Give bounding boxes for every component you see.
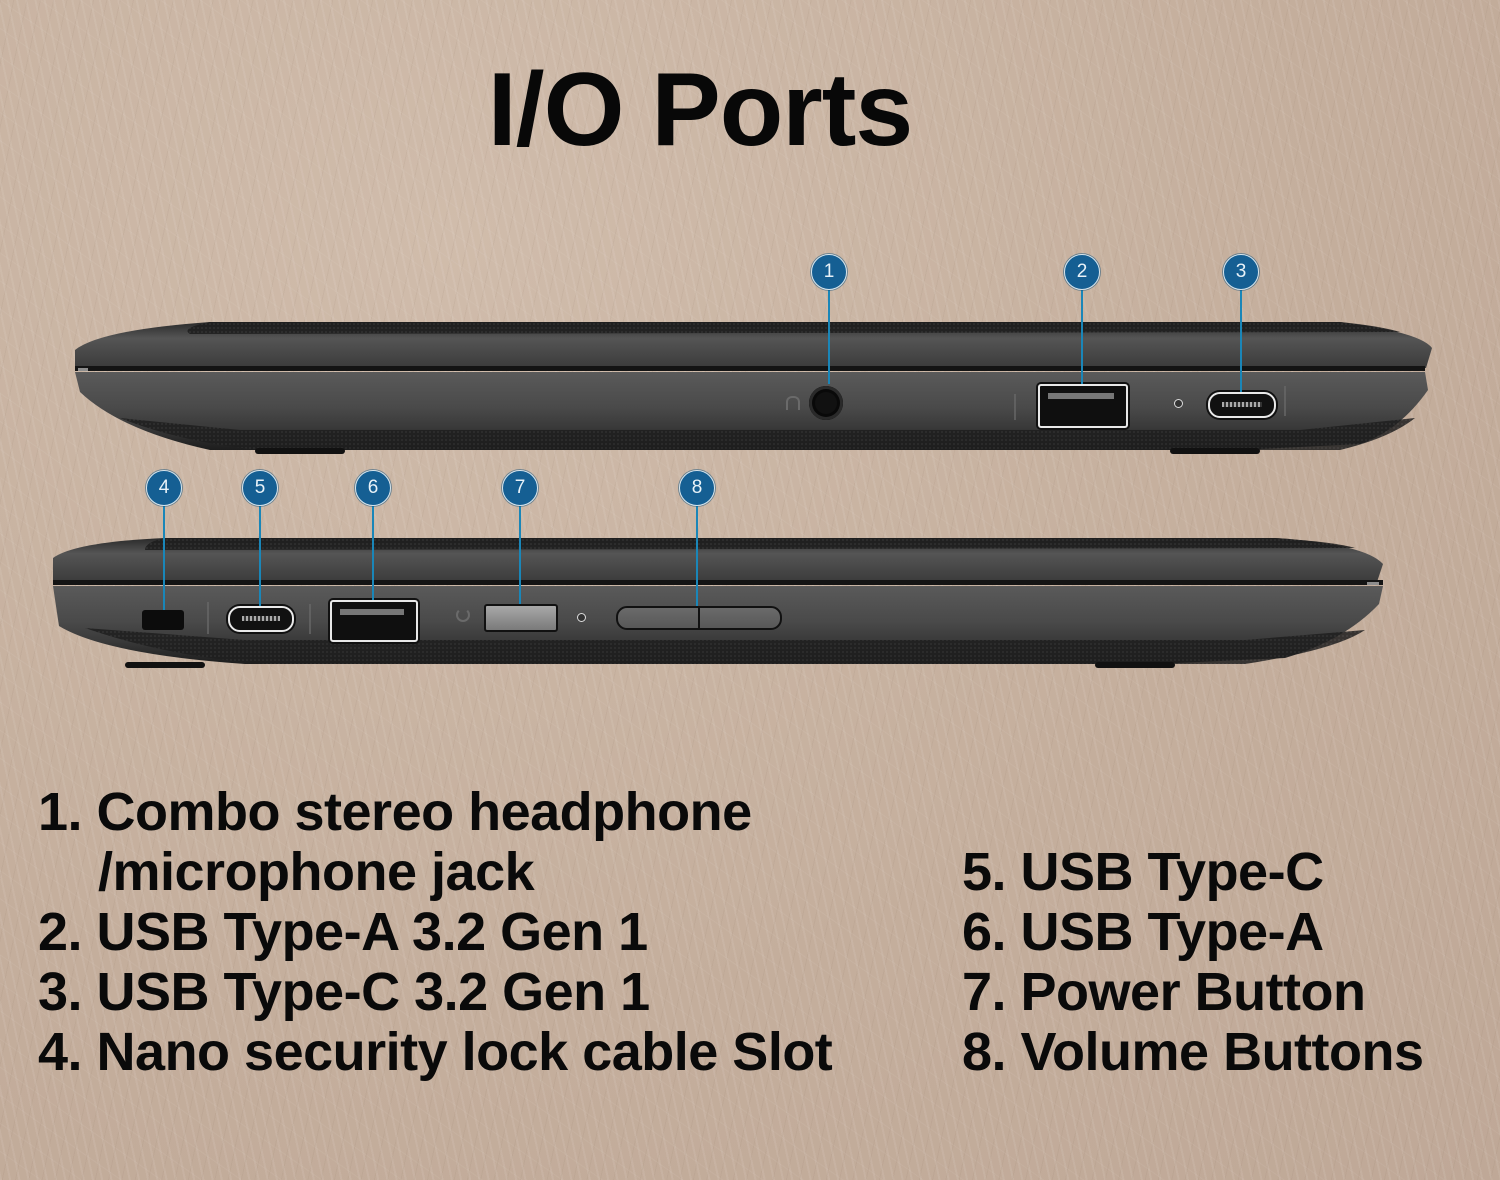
page-title-text: I/O Ports (487, 52, 913, 168)
usb-a-port-left[interactable] (330, 600, 418, 642)
legend-right-column: 5. USB Type-C 6. USB Type-A 7. Power But… (962, 842, 1424, 1082)
legend-item-1-cont: /microphone jack (98, 842, 535, 902)
leader-line-5 (259, 504, 261, 606)
leader-line-2 (1081, 288, 1083, 384)
legend-item-6: 6. USB Type-A (962, 902, 1324, 962)
ss-usb-logo-left-a (309, 604, 321, 634)
leader-line-8 (696, 504, 698, 606)
leader-line-4 (163, 504, 165, 610)
headphone-jack-port[interactable] (809, 386, 843, 420)
leader-line-1 (828, 288, 830, 384)
leader-line-6 (372, 504, 374, 600)
usb-c-port-left[interactable] (228, 606, 294, 632)
callout-badge-1: 1 (811, 254, 847, 290)
ss-usb-logo-left-c (207, 602, 219, 634)
legend-item-4: 4. Nano security lock cable Slot (38, 1022, 833, 1082)
volume-buttons[interactable] (616, 606, 782, 630)
legend-item-8: 8. Volume Buttons (962, 1022, 1424, 1082)
security-lock-slot[interactable] (142, 610, 184, 630)
volume-divider (698, 608, 700, 628)
callout-badge-2: 2 (1064, 254, 1100, 290)
ss-usb-logo-right-c (1284, 386, 1296, 416)
leader-line-7 (519, 504, 521, 604)
legend-item-3: 3. USB Type-C 3.2 Gen 1 (38, 962, 650, 1022)
callout-badge-8: 8 (679, 470, 715, 506)
callout-badge-6: 6 (355, 470, 391, 506)
page-title: I/O Ports (0, 58, 1400, 162)
legend-item-1: 1. Combo stereo headphone (38, 782, 752, 842)
usb-a-port-right[interactable] (1038, 384, 1128, 428)
power-icon (456, 608, 470, 622)
laptop-right-side-view (60, 310, 1440, 460)
callout-badge-7: 7 (502, 470, 538, 506)
power-button[interactable] (484, 604, 558, 632)
legend-left-column: 1. Combo stereo headphone /microphone ja… (38, 782, 833, 1082)
leader-line-3 (1240, 288, 1242, 392)
led-indicator-left (577, 613, 586, 622)
led-indicator-right (1174, 399, 1183, 408)
headphone-icon (786, 396, 800, 410)
legend-item-2: 2. USB Type-A 3.2 Gen 1 (38, 902, 648, 962)
laptop-left-side-view (45, 530, 1390, 680)
callout-badge-4: 4 (146, 470, 182, 506)
ss-usb-logo-right (1014, 394, 1026, 420)
legend-item-5: 5. USB Type-C (962, 842, 1324, 902)
legend-item-7: 7. Power Button (962, 962, 1366, 1022)
callout-badge-3: 3 (1223, 254, 1259, 290)
callout-badge-5: 5 (242, 470, 278, 506)
usb-c-port-right[interactable] (1208, 392, 1276, 418)
